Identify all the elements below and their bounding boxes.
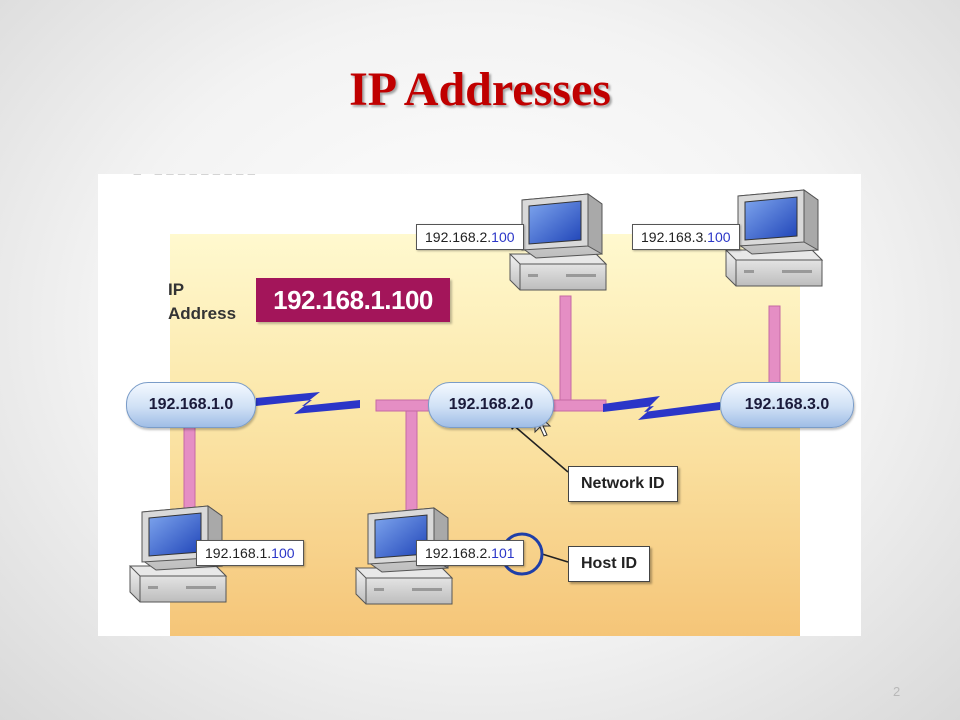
cropped-heading-remnant: ▪ ▪▪▪▪▪▪▪▪▪: [132, 174, 258, 188]
host-portion: 100: [707, 229, 731, 245]
network-portion: 192.168.2.: [425, 229, 492, 245]
page-number: 2: [893, 684, 901, 699]
lightning-net2-net3: [603, 396, 720, 420]
network-node-192-168-3-0: 192.168.3.0: [720, 382, 854, 428]
slide-title: IP Addresses: [349, 63, 611, 116]
network-id-pointer: [511, 423, 569, 473]
host-id-callout: Host ID: [568, 546, 650, 582]
link-net2-host: [405, 405, 418, 527]
network-diagram: ▪ ▪▪▪▪▪▪▪▪▪: [98, 174, 861, 636]
host-portion: 100: [271, 545, 295, 561]
link-hub-right: [545, 399, 607, 412]
host-portion: 100: [491, 229, 515, 245]
host-address-label: 192.168.2.100: [416, 224, 524, 250]
link-hub-left: [375, 399, 433, 412]
host-address-label: 192.168.1.100: [196, 540, 304, 566]
host-address-label: 192.168.3.100: [632, 224, 740, 250]
computer-top-left: [509, 193, 607, 291]
network-node-192-168-1-0: 192.168.1.0: [126, 382, 256, 428]
host-id-pointer: [541, 553, 569, 563]
network-node-192-168-2-0: 192.168.2.0: [428, 382, 554, 428]
network-portion: 192.168.2.: [425, 545, 492, 561]
host-portion: 101: [491, 545, 515, 561]
wan-links: [256, 392, 720, 420]
link-net3-host: [768, 305, 781, 387]
link-net2-top-host: [559, 295, 572, 409]
computer-top-right: [725, 189, 823, 287]
host-address-label: 192.168.2.101: [416, 540, 524, 566]
ip-address-label: IP Address: [168, 280, 237, 323]
network-portion: 192.168.1.: [205, 545, 272, 561]
network-id-callout: Network ID: [568, 466, 678, 502]
network-links: [183, 295, 781, 527]
network-portion: 192.168.3.: [641, 229, 708, 245]
lightning-net1-net2: [256, 392, 360, 414]
ip-address-value: 192.168.1.100: [256, 278, 450, 322]
